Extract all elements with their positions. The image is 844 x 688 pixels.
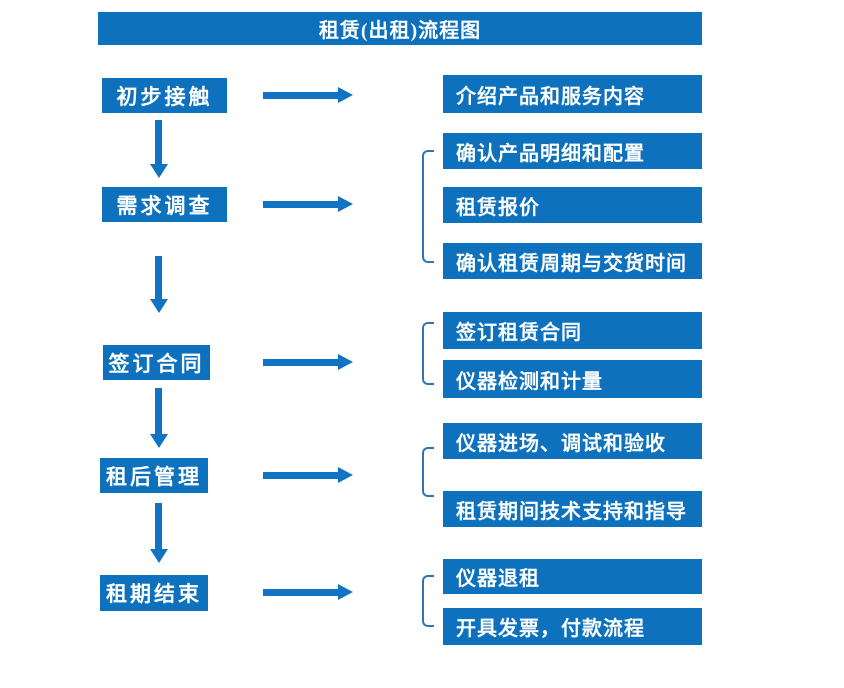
detail-box-instrument-setup-acceptance: 仪器进场、调试和验收 [443, 423, 702, 459]
detail-box-technical-support: 租赁期间技术支持和指导 [443, 491, 702, 527]
detail-box-instrument-return: 仪器退租 [443, 559, 702, 594]
down-arrow-icon [149, 388, 168, 448]
right-arrow-icon [263, 87, 353, 103]
right-arrow-icon [263, 467, 353, 483]
down-arrow-icon [149, 120, 168, 178]
detail-box-confirm-period-delivery: 确认租赁周期与交货时间 [443, 243, 702, 279]
group-bracket [422, 575, 434, 627]
detail-box-instrument-testing: 仪器检测和计量 [443, 360, 702, 398]
right-arrow-icon [263, 354, 353, 370]
detail-box-sign-rental-contract: 签订租赁合同 [443, 312, 702, 349]
group-bracket [422, 447, 434, 497]
group-bracket [422, 150, 434, 263]
stage-box-sign-contract: 签订合同 [103, 345, 210, 380]
detail-box-invoice-payment: 开具发票，付款流程 [443, 608, 702, 645]
down-arrow-icon [149, 503, 168, 563]
stage-box-demand-survey: 需求调查 [102, 187, 227, 222]
right-arrow-icon [263, 584, 353, 600]
down-arrow-icon [149, 256, 168, 313]
group-bracket [422, 322, 434, 385]
stage-box-post-rental-management: 租后管理 [100, 458, 208, 493]
detail-box-confirm-product-config: 确认产品明细和配置 [443, 133, 702, 169]
stage-box-initial-contact: 初步接触 [102, 78, 227, 113]
detail-box-introduce-products: 介绍产品和服务内容 [443, 75, 702, 113]
detail-box-rental-quote: 租赁报价 [443, 187, 702, 223]
right-arrow-icon [263, 196, 353, 212]
flowchart-title: 租赁(出租)流程图 [98, 12, 702, 45]
stage-box-lease-end: 租期结束 [100, 575, 208, 611]
